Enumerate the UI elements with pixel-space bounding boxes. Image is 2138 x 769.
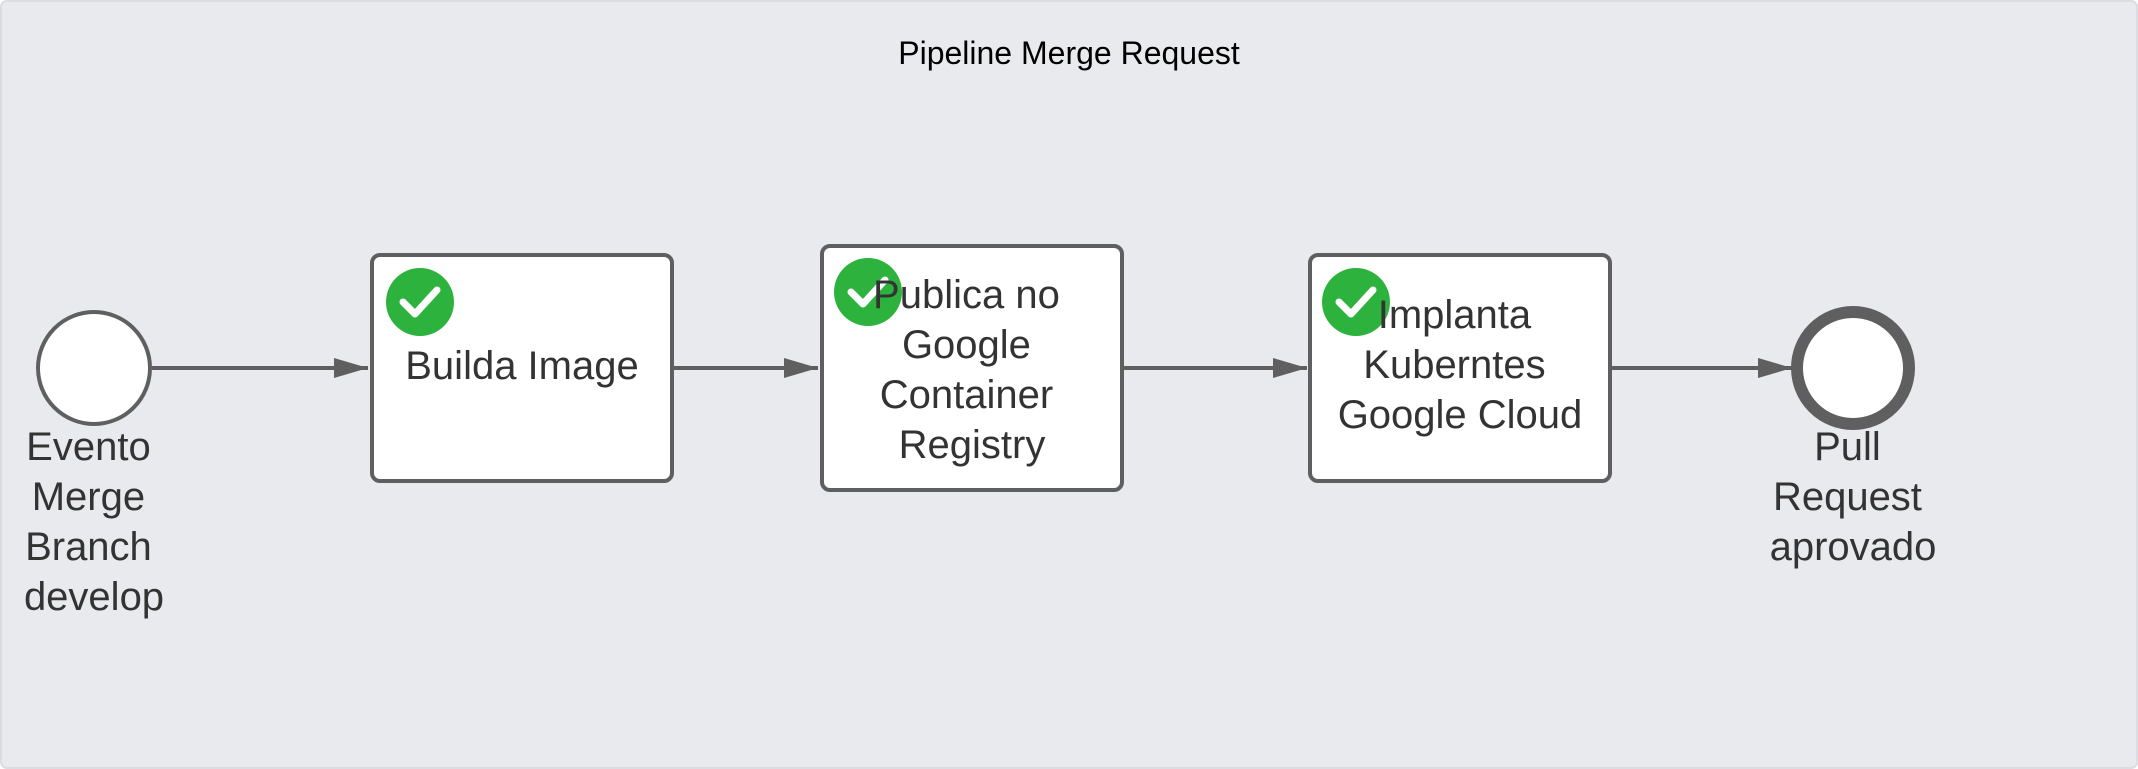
- end-event-label-line: Pull: [1814, 425, 1881, 469]
- end-event-label: Pull Request aprovado: [1770, 425, 1937, 569]
- task-publish-registry[interactable]: Publica no Google Container Registry: [820, 244, 1124, 492]
- end-event-circle[interactable]: [1791, 306, 1915, 430]
- start-event-label-line: Evento: [26, 425, 151, 469]
- task-label-line: Google Cloud: [1338, 393, 1583, 437]
- task-label-line: Container: [880, 373, 1053, 417]
- end-event-label-line: Request: [1773, 475, 1922, 519]
- arrowhead-icon: [334, 358, 368, 378]
- task-label-line: Publica no: [873, 273, 1060, 317]
- task-label-line: Google: [902, 323, 1031, 367]
- start-event[interactable]: Evento Merge Branch develop: [24, 310, 164, 619]
- task-label-line: Kuberntes: [1363, 343, 1545, 387]
- end-event[interactable]: Pull Request aprovado: [1770, 306, 1937, 569]
- start-event-label-line: Branch: [25, 525, 152, 569]
- start-event-circle[interactable]: [36, 310, 152, 426]
- start-event-label-line: develop: [24, 575, 164, 619]
- diagram-title: Pipeline Merge Request: [898, 35, 1240, 71]
- start-event-label: Evento Merge Branch develop: [24, 425, 164, 619]
- task-label: Publica no Google Container Registry: [873, 273, 1071, 467]
- task-label-line: Registry: [899, 423, 1046, 467]
- check-circle-icon: [386, 268, 454, 336]
- task-build-image[interactable]: Builda Image: [370, 253, 674, 483]
- task-label-line: Builda Image: [405, 344, 638, 388]
- task-label: Implanta Kuberntes Google Cloud: [1338, 293, 1583, 437]
- arrowhead-icon: [1273, 358, 1307, 378]
- task-deploy-kubernetes[interactable]: Implanta Kuberntes Google Cloud: [1308, 253, 1612, 483]
- task-label: Builda Image: [405, 344, 638, 388]
- end-event-label-line: aprovado: [1770, 525, 1937, 569]
- check-circle-icon: [834, 258, 902, 326]
- check-circle-icon: [1322, 268, 1390, 336]
- start-event-label-line: Merge: [32, 475, 145, 519]
- arrowhead-icon: [1758, 358, 1792, 378]
- arrowhead-icon: [784, 358, 818, 378]
- task-label-line: Implanta: [1378, 293, 1532, 337]
